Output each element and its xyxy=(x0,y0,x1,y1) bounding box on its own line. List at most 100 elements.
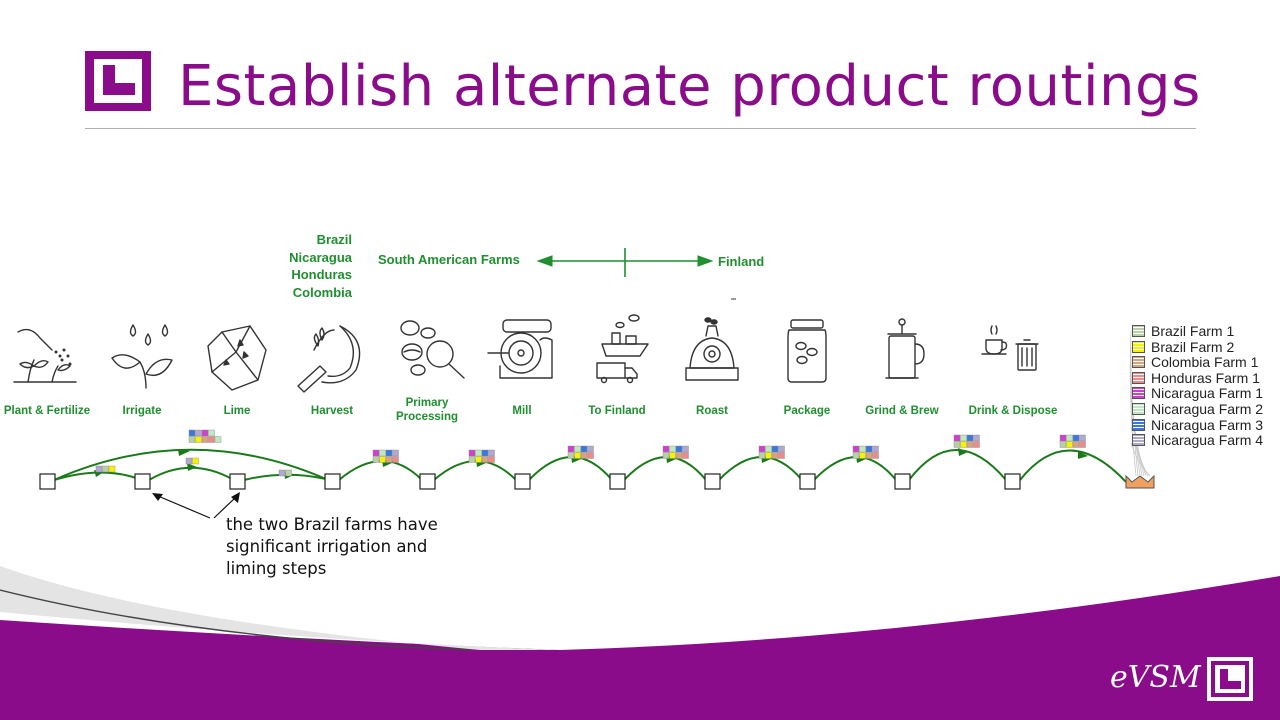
cup-bin-icon xyxy=(981,325,1039,371)
farm-tag-cell xyxy=(488,456,495,463)
farm-tag-cell xyxy=(669,445,676,453)
farm-tag-cell xyxy=(669,452,676,459)
farm-tag-cell xyxy=(102,465,109,473)
origin-item: Nicaragua xyxy=(289,249,352,265)
legend-label: Honduras Farm 1 xyxy=(1151,369,1260,386)
origin-item: Honduras xyxy=(291,267,352,282)
process-box[interactable] xyxy=(419,473,436,490)
farm-tag-cell xyxy=(966,441,974,448)
farm-tag-cell xyxy=(675,452,683,459)
farm-tag-cell xyxy=(567,452,575,459)
farm-tag-cell xyxy=(1066,434,1073,442)
process-box[interactable] xyxy=(1004,473,1021,490)
farm-tag-cell xyxy=(580,445,588,453)
farm-tag-cell xyxy=(778,452,785,459)
farm-tag-cell xyxy=(682,452,689,459)
process-box[interactable] xyxy=(514,473,531,490)
logo-glyph-icon xyxy=(94,59,142,103)
logo-glyph-icon xyxy=(1211,661,1249,697)
step-label-primary-processing: Primary Processing xyxy=(396,397,458,423)
farm-tag-cell xyxy=(662,452,670,459)
arrow-head xyxy=(231,492,240,503)
page-title: Establish alternate product routings xyxy=(178,54,1201,119)
flow-arc xyxy=(338,460,423,481)
process-box[interactable] xyxy=(704,473,721,490)
farm-tag-cell xyxy=(372,449,380,457)
process-box[interactable] xyxy=(799,473,816,490)
legend-swatch xyxy=(1132,325,1145,337)
arrow-head xyxy=(187,463,197,471)
farm-tag-cell xyxy=(859,452,866,459)
origin-item: Brazil xyxy=(316,232,352,247)
origin-item: Colombia xyxy=(292,284,352,300)
farm-tag-cell xyxy=(960,441,967,448)
step-label-irrigate: Irrigate xyxy=(122,405,162,417)
farm-tag-cell xyxy=(1072,434,1080,442)
arrow-head xyxy=(1078,451,1088,459)
flow-arc xyxy=(813,456,897,481)
farm-tag-cell xyxy=(188,436,196,443)
farm-tag-cell xyxy=(195,429,202,437)
farm-tag-cell xyxy=(765,452,772,459)
farm-tag-cell xyxy=(1072,441,1080,448)
farm-tag-cell xyxy=(481,449,489,457)
step-label-plant-fertilize: Plant & Fertilize xyxy=(3,405,91,417)
process-box[interactable] xyxy=(39,473,56,490)
step-label-roast: Roast xyxy=(696,405,728,417)
farm-tag-cell xyxy=(859,445,866,453)
step-label-lime: Lime xyxy=(223,405,251,417)
footer-swoosh-line xyxy=(0,589,471,651)
farm-tag-cell xyxy=(574,445,581,453)
farm-tag-cell xyxy=(278,469,286,477)
farm-tag-cell xyxy=(188,429,196,437)
farm-tag-cell xyxy=(385,449,393,457)
roaster-icon xyxy=(685,317,739,381)
lime-rock-icon xyxy=(207,325,267,391)
flow-arc xyxy=(433,460,517,481)
farm-tag-cell xyxy=(872,445,879,453)
process-box[interactable] xyxy=(229,473,246,490)
farm-tag-cell xyxy=(852,445,860,453)
farm-tag-cell xyxy=(1066,441,1073,448)
legend-label: Colombia Farm 1 xyxy=(1151,354,1259,371)
sickle-icon xyxy=(297,325,361,393)
farm-tag-cell xyxy=(1079,434,1086,442)
footer-brand: eVSM xyxy=(1110,660,1201,695)
farm-tag-cell xyxy=(574,452,581,459)
legend-swatch xyxy=(1132,418,1145,431)
sink-node xyxy=(1125,474,1155,489)
legend-swatch xyxy=(1132,434,1145,447)
farm-tag-cell xyxy=(475,456,482,463)
footer-band xyxy=(0,576,1280,720)
farm-tag-cell xyxy=(765,445,772,453)
farm-tag-cell xyxy=(372,456,380,463)
farm-tag-cell xyxy=(852,452,860,459)
farm-tag-cell xyxy=(771,445,779,453)
arrow-head xyxy=(152,493,163,501)
magnifier-beans-icon xyxy=(400,320,465,379)
flow-arc xyxy=(1019,449,1127,483)
farm-tag-cell xyxy=(214,436,222,443)
farm-tag-cell xyxy=(201,429,209,437)
farm-tag-cell xyxy=(960,434,967,442)
process-box[interactable] xyxy=(894,473,911,490)
flow-arc xyxy=(718,456,803,481)
step-label-package: Package xyxy=(783,405,831,417)
process-box[interactable] xyxy=(134,473,151,490)
mill-icon xyxy=(487,319,553,379)
annotation-arrows xyxy=(157,495,237,519)
farm-tag-cell xyxy=(872,452,879,459)
farm-tag-cell xyxy=(1079,441,1086,448)
process-box[interactable] xyxy=(609,473,626,490)
arrow-head xyxy=(958,448,968,456)
farm-tag-cell xyxy=(580,452,588,459)
legend-label: Nicaragua Farm 4 xyxy=(1151,432,1264,449)
farm-tag-cell xyxy=(1059,434,1067,442)
legend-swatch xyxy=(1132,371,1145,384)
legend-label: Brazil Farm 1 xyxy=(1151,323,1235,339)
arrow-head xyxy=(178,449,190,456)
farm-tag-cell xyxy=(475,449,482,457)
process-box[interactable] xyxy=(324,473,341,490)
farm-tag-cell xyxy=(771,452,779,459)
farm-tag-cell xyxy=(468,449,476,457)
